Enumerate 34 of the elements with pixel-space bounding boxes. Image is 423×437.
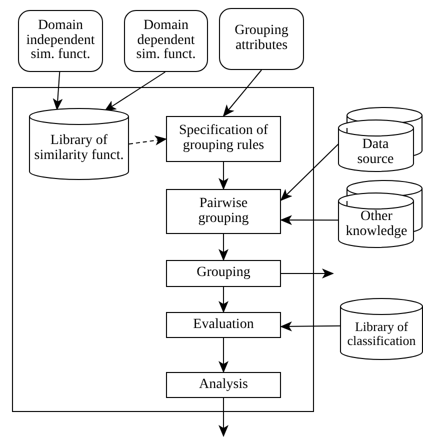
process-box [166, 116, 281, 162]
node-label: Library of similarity funct. [33, 134, 125, 164]
arrow [280, 142, 340, 201]
node-label: Pairwise grouping [197, 196, 250, 226]
arrow [280, 268, 334, 278]
node-label: Domain independent sim. funct. [25, 18, 96, 64]
arrow [222, 70, 262, 117]
arrow [218, 286, 228, 313]
arrow [218, 398, 228, 437]
process-box [166, 189, 281, 234]
arrow [218, 338, 228, 373]
node-label: Other knowledge [344, 210, 408, 240]
node-label: Data source [356, 138, 395, 168]
arrow [218, 162, 228, 190]
arrow [52, 72, 63, 110]
arrow [128, 136, 167, 146]
system-frame [12, 87, 314, 412]
process-box [166, 260, 281, 287]
input-box [219, 8, 304, 70]
node-label: Grouping attributes [234, 24, 290, 54]
node-label: Specification of grouping rules [178, 124, 270, 154]
arrow [280, 215, 338, 226]
arrow [218, 234, 228, 261]
input-box [18, 10, 103, 72]
node-label: Library of classification [346, 320, 417, 348]
arrow [280, 321, 340, 332]
process-box [166, 312, 281, 338]
input-box [124, 10, 208, 72]
node-label: Grouping [196, 266, 250, 281]
process-box [166, 372, 281, 398]
node-label: Analysis [199, 378, 248, 392]
node-label: Evaluation [193, 318, 254, 332]
arrow [104, 72, 166, 112]
node-label: Domain dependent sim. funct. [135, 18, 197, 64]
